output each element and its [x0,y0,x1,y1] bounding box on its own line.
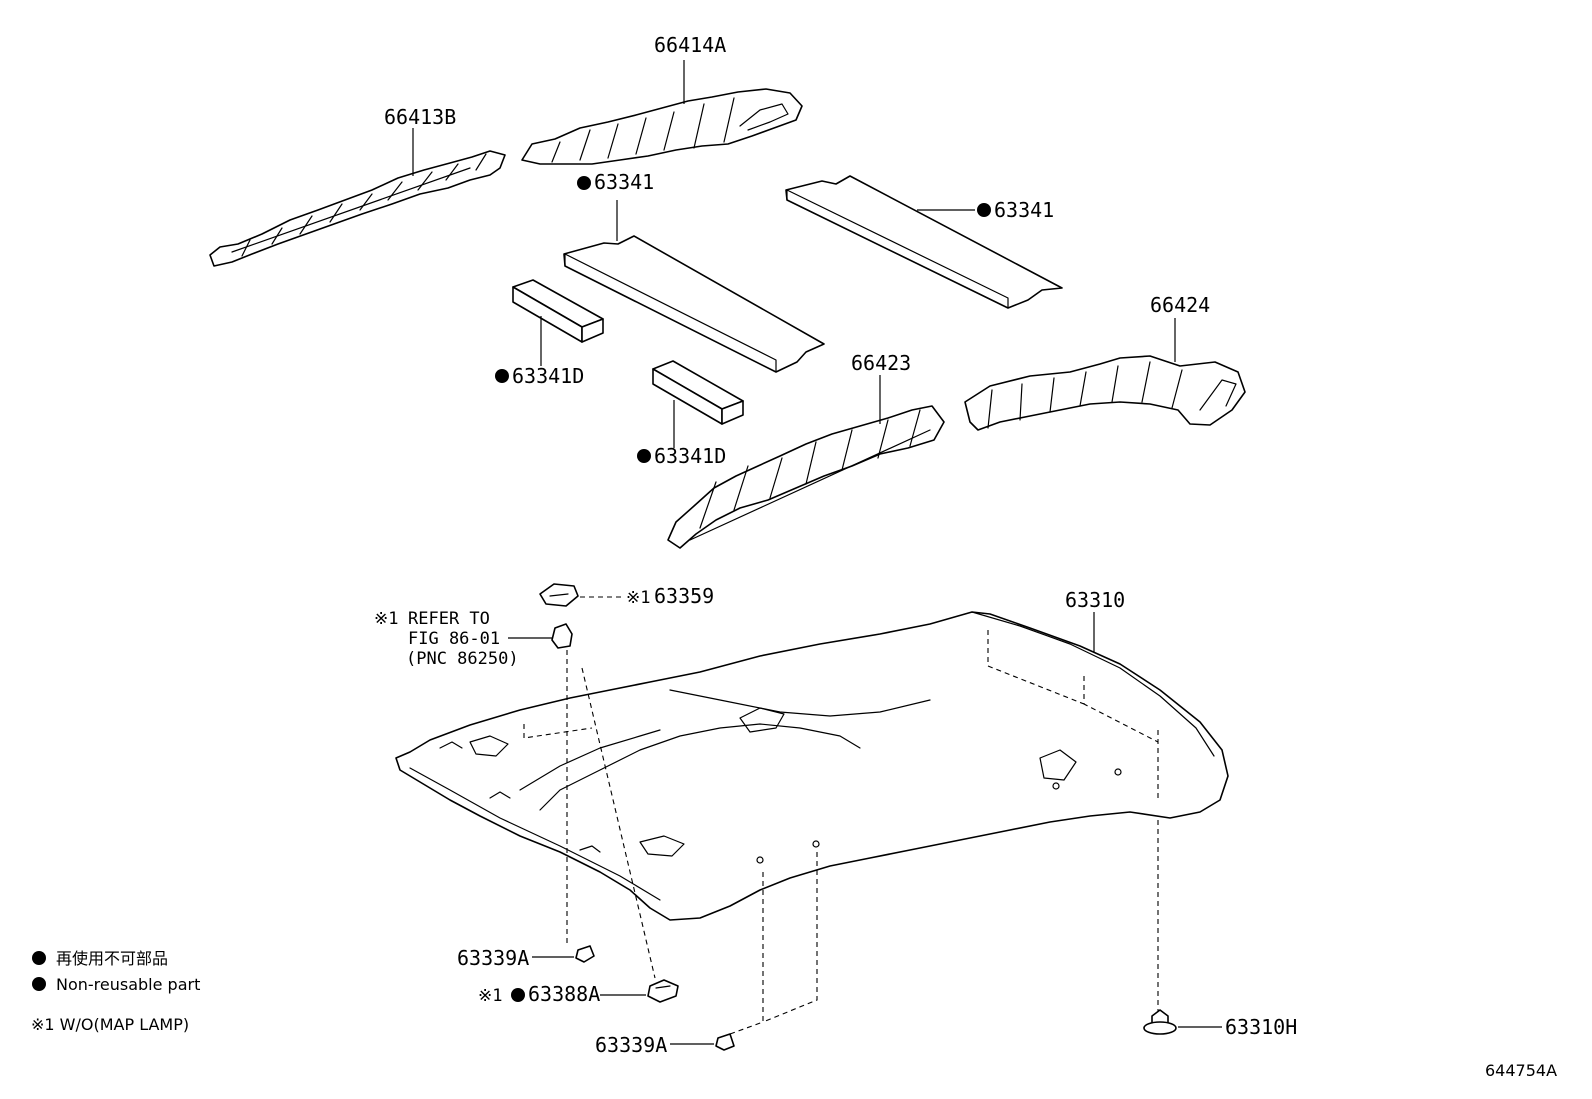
part-63341-left [563,235,825,373]
part-66423 [667,405,945,549]
part-66413B [209,150,506,267]
label-66423: 66423 [851,351,911,375]
part-63339A-upper [575,945,595,963]
part-63341-right [785,175,1063,309]
label-66424: 66424 [1150,293,1210,317]
part-63310 [395,611,1229,921]
part-66414A [521,88,803,165]
label-63341D-b: 63341D [654,444,726,468]
legend-jp: 再使用不可部品 [56,949,168,968]
part-63359 [539,583,579,607]
label-63310: 63310 [1065,588,1125,612]
part-63339A-lower [715,1033,735,1051]
note-mark-63388A: ※1 [478,986,502,1006]
part-63310H [1143,1009,1177,1035]
part-63341D-lower [652,360,744,425]
note-mark-63359: ※1 [626,588,650,608]
part-66424 [964,355,1246,431]
label-63339A-a: 63339A [457,946,529,970]
legend-en: Non-reusable part [56,975,200,994]
label-63388A: 63388A [528,982,600,1006]
label-63310H: 63310H [1225,1015,1297,1039]
part-63341D-upper [512,279,604,343]
legend-note: ※1 W/O(MAP LAMP) [31,1015,189,1034]
part-map-lamp-clip [551,623,573,649]
label-66414A: 66414A [654,33,726,57]
part-63388A [647,979,679,1003]
label-63339A-b: 63339A [595,1033,667,1057]
legend: 再使用不可部品 Non-reusable part ※1 W/O(MAP LAM… [31,949,200,1034]
refer-line-1: REFER TO [408,609,490,629]
figure-id: 644754A [1485,1061,1557,1080]
label-63341D-a: 63341D [512,364,584,388]
label-63359: 63359 [654,584,714,608]
refer-line-3: (PNC 86250) [406,649,519,669]
label-63341-a: 63341 [594,170,654,194]
label-63341-b: 63341 [994,198,1054,222]
note-mark-refer: ※1 [374,609,398,629]
label-66413B: 66413B [384,105,456,129]
refer-line-2: FIG 86-01 [408,629,500,649]
